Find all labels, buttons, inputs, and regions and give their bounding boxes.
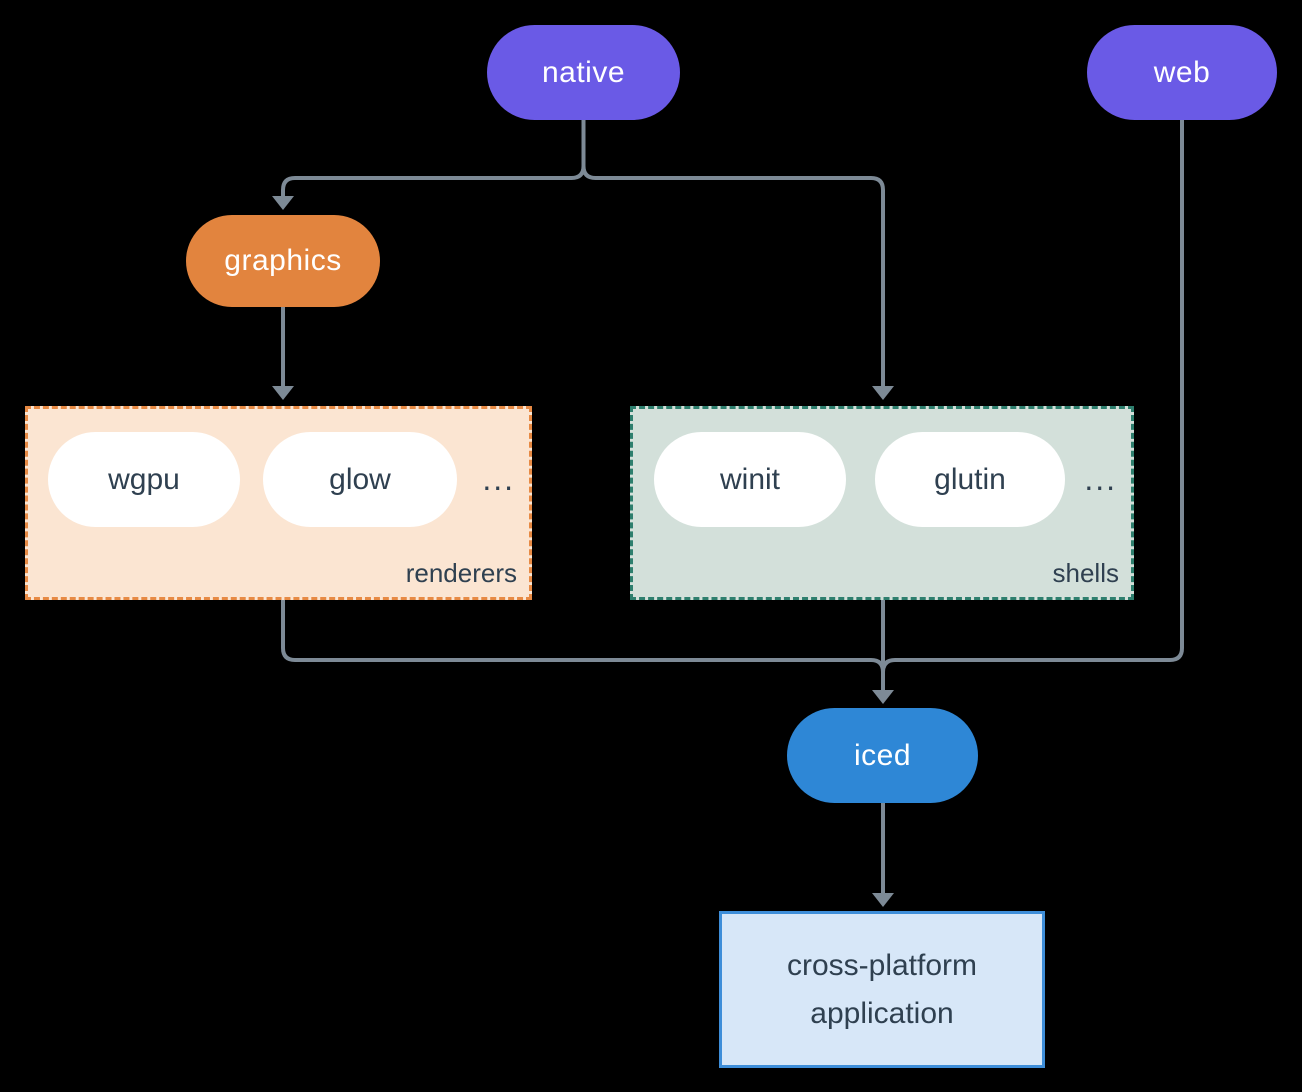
- arrowhead-shells: [872, 386, 894, 400]
- node-iced-label: iced: [853, 738, 912, 772]
- node-glow: glow: [263, 432, 457, 527]
- node-cross-platform-application: cross-platform application: [719, 911, 1045, 1068]
- node-winit: winit: [654, 432, 846, 527]
- node-winit-label: winit: [719, 462, 780, 496]
- node-native-label: native: [541, 55, 626, 89]
- node-glutin-label: glutin: [934, 462, 1006, 496]
- node-glow-label: glow: [329, 462, 391, 496]
- edge-native-graphics: [281, 120, 586, 196]
- arrowhead-iced: [872, 690, 894, 704]
- arrowhead-renderers: [272, 386, 294, 400]
- edge-native-shells: [581, 165, 885, 386]
- node-graphics-label: graphics: [224, 244, 342, 277]
- node-web: web: [1087, 25, 1277, 120]
- node-wgpu: wgpu: [48, 432, 240, 527]
- arrowhead-graphics: [272, 196, 294, 210]
- node-graphics: graphics: [186, 215, 380, 307]
- node-iced: iced: [787, 708, 978, 803]
- shells-group-label: shells: [1052, 558, 1119, 588]
- node-web-label: web: [1153, 55, 1211, 89]
- group-renderers: wgpu glow ... renderers: [25, 406, 532, 600]
- shells-ellipsis: ...: [1084, 461, 1117, 497]
- arrowhead-application: [872, 893, 894, 907]
- renderers-ellipsis: ...: [482, 461, 515, 497]
- node-wgpu-label: wgpu: [108, 462, 180, 496]
- node-glutin: glutin: [875, 432, 1065, 527]
- node-native: native: [487, 25, 680, 120]
- group-shells: winit glutin ... shells: [630, 406, 1134, 600]
- edge-renderers-iced: [281, 600, 885, 673]
- application-label: cross-platform application: [786, 948, 978, 1030]
- renderers-group-label: renderers: [405, 558, 517, 588]
